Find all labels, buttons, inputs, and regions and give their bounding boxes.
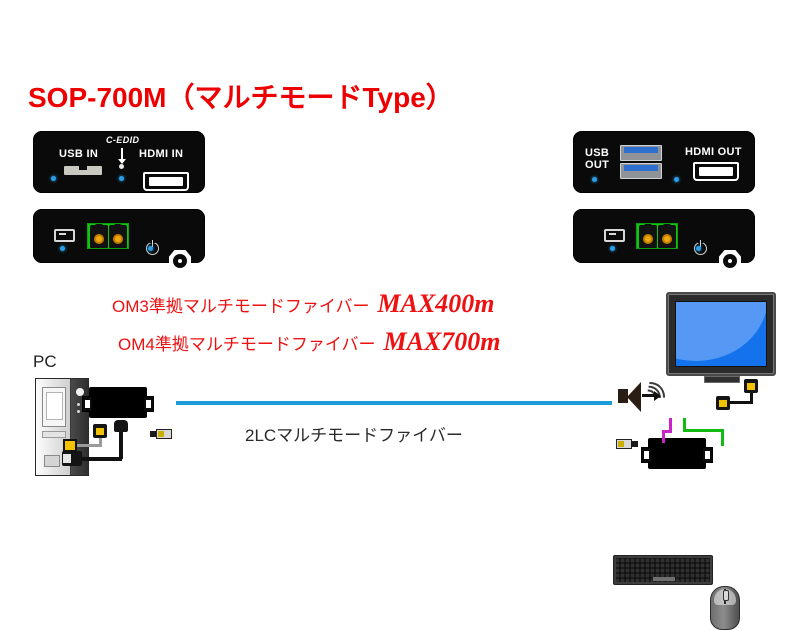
monitor <box>666 292 776 376</box>
receiver-box <box>641 438 713 469</box>
link-blue-led-rx <box>610 246 615 251</box>
receiver-front-panel: USB OUT HDMI OUT <box>573 131 755 193</box>
fiber-caption: 2LCマルチモードファイバー <box>245 426 463 445</box>
pc-led-2 <box>77 410 80 413</box>
hdmi-connector-device-side <box>93 424 107 438</box>
pc-optical-drive <box>42 387 66 427</box>
c-edid-white-led <box>119 164 124 169</box>
receiver-ear-left <box>641 446 652 463</box>
monitor-screen <box>675 301 767 367</box>
fiber-lc-connector-left <box>150 429 178 439</box>
usb-connector-pc-side <box>62 451 82 466</box>
keyboard-cable-vertical-top <box>669 418 672 432</box>
c-edid-arrow-shaft <box>121 148 123 160</box>
hdmi-out-label: HDMI OUT <box>685 146 742 158</box>
receiver-ear-right <box>702 446 713 463</box>
sound-direction-arrow <box>642 390 661 401</box>
power-switch-icon-tx[interactable] <box>146 239 159 255</box>
lc-ferrule-b-rx <box>657 223 676 248</box>
hdmi-out-port[interactable] <box>693 162 739 181</box>
usb-out-label-line1: USB <box>585 147 610 159</box>
usb-micro-in-port[interactable] <box>64 166 102 175</box>
hdmi-cable-vertical <box>99 432 102 446</box>
mouse-cable-vertical-bottom <box>721 429 724 446</box>
fiber-cable <box>176 401 612 405</box>
mouse-scroll-wheel[interactable] <box>723 590 729 601</box>
lc-tip-right <box>631 441 638 447</box>
transmitter-box <box>82 387 154 418</box>
pc-power-button[interactable] <box>76 388 84 396</box>
hdmi-in-port[interactable] <box>143 172 189 191</box>
speaker-horn <box>627 382 641 412</box>
lc-ferrule-a <box>89 223 108 248</box>
transmitter-front-panel: C-EDID USB IN HDMI IN <box>33 131 205 193</box>
pc-front-face <box>36 379 71 475</box>
mouse-cable-vertical-top <box>683 418 686 431</box>
usb-cable-horizontal <box>78 457 122 461</box>
usb-out-label-line2: OUT <box>585 159 610 171</box>
om4-label: OM4準拠マルチモードファイバー <box>118 335 376 354</box>
fiber-2lc-port-rx[interactable] <box>636 223 678 249</box>
om3-max-distance: MAX400m <box>377 289 495 318</box>
dc-power-jack-tx[interactable] <box>169 250 191 272</box>
fiber-lc-connector-right <box>610 439 638 449</box>
fiber-2lc-port-tx[interactable] <box>87 223 129 249</box>
monitor-stand <box>704 376 740 383</box>
link-indicator-icon <box>54 229 75 242</box>
speaker-icon <box>618 374 673 424</box>
hdmi-cable-horizontal <box>68 444 102 447</box>
om3-label: OM3準拠マルチモードファイバー <box>112 297 370 316</box>
diagram-canvas: SOP-700M（マルチモードType） C-EDID USB IN HDMI … <box>28 82 776 630</box>
keyboard-cable-horizontal <box>662 430 672 433</box>
hdmi-connector-monitor-side <box>744 379 758 393</box>
om3-annotation: OM3準拠マルチモードファイバー MAX400m <box>112 289 495 319</box>
hdmi-in-label: HDMI IN <box>139 148 184 160</box>
om4-annotation: OM4準拠マルチモードファイバー MAX700m <box>118 327 501 357</box>
lc-body-right <box>616 439 632 449</box>
monitor-cable-horizontal <box>729 401 753 404</box>
keyboard[interactable] <box>613 555 713 585</box>
pc-label: PC <box>33 352 57 371</box>
pc-led-1 <box>77 403 80 406</box>
receiver-rear-panel <box>573 209 755 272</box>
lc-tip-left <box>150 431 157 437</box>
dc-power-jack-rx[interactable] <box>719 250 741 272</box>
link-blue-led-tx <box>60 246 65 251</box>
usb-status-blue-led <box>592 177 597 182</box>
power-switch-icon-rx[interactable] <box>694 239 707 255</box>
usb-a-out-lower-port[interactable] <box>620 163 662 179</box>
c-edid-label: C-EDID <box>106 135 140 145</box>
speaker-cone-body <box>618 389 628 403</box>
pc-floppy-slot <box>42 431 66 438</box>
page-title: SOP-700M（マルチモードType） <box>28 82 454 113</box>
lc-body-left <box>156 429 172 439</box>
transmitter-ear-right <box>143 395 154 412</box>
transmitter-ear-left <box>82 395 93 412</box>
lc-ferrule-b <box>108 223 127 248</box>
monitor-cable-vertical <box>750 388 753 403</box>
om4-max-distance: MAX700m <box>383 327 501 356</box>
usb-a-out-upper-port[interactable] <box>620 145 662 161</box>
keyboard-spacebar <box>653 577 675 581</box>
hdmi-status-blue-led <box>674 177 679 182</box>
usb-connector-device-side <box>114 420 128 432</box>
power-blue-led-rx <box>696 246 701 251</box>
pc-vent <box>44 455 60 467</box>
usb-in-label: USB IN <box>59 148 99 160</box>
power-blue-led-tx <box>148 246 153 251</box>
hdmi-connector-receiver-side <box>716 396 730 410</box>
status-blue-led-center <box>119 176 124 181</box>
keyboard-cable-vertical-bottom <box>662 430 665 443</box>
mouse-cable-horizontal <box>683 429 723 432</box>
usb-cable-vertical <box>119 428 123 459</box>
link-indicator-icon-rx <box>604 229 625 242</box>
pc-tower <box>35 378 89 476</box>
monitor-screen-highlight <box>676 302 766 361</box>
power-blue-led-left <box>51 176 56 181</box>
transmitter-rear-panel <box>33 209 205 272</box>
lc-ferrule-a-rx <box>638 223 657 248</box>
mouse[interactable] <box>710 586 740 630</box>
c-edid-arrow-head <box>118 159 126 164</box>
